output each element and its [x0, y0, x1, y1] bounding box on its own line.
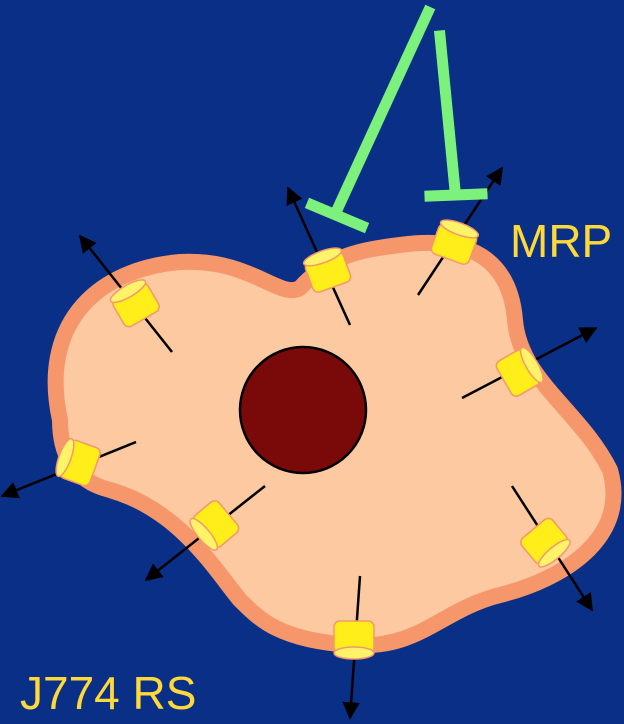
cylinder-pump-icon [334, 621, 374, 659]
inhibitor-stem [337, 12, 428, 210]
inhibitor-symbol [312, 12, 482, 226]
inhibitor-stem [440, 36, 455, 190]
cell-line-label: J774 RS [20, 670, 196, 716]
nucleus [240, 347, 366, 473]
mrp-label: MRP [510, 218, 612, 264]
tee-bar-icon [430, 194, 482, 196]
